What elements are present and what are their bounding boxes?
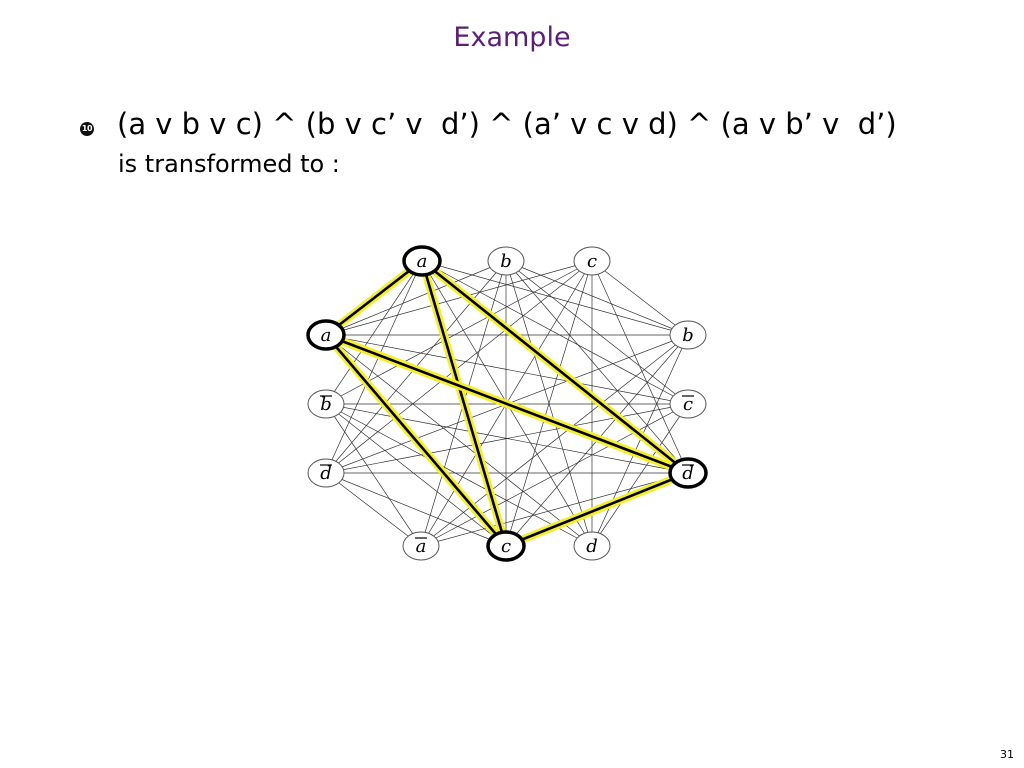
graph-edge bbox=[325, 334, 593, 547]
graph-edge bbox=[325, 260, 423, 474]
graph-node-circle bbox=[669, 320, 707, 350]
graph-edge bbox=[325, 260, 507, 336]
graph-node: d bbox=[668, 457, 708, 489]
graph-node-circle bbox=[307, 389, 345, 419]
graph-node-label: c bbox=[587, 251, 597, 272]
graph-edge bbox=[591, 334, 689, 547]
graph-node-label: a bbox=[321, 325, 332, 346]
graph-node-circle bbox=[573, 531, 611, 561]
graph-node: b bbox=[487, 246, 525, 276]
graph-edge bbox=[325, 472, 507, 547]
highlight-edge bbox=[421, 259, 689, 475]
graph-node-label: a bbox=[417, 251, 428, 272]
graph-node: a bbox=[402, 531, 440, 561]
graph-edge bbox=[325, 260, 593, 405]
graph-node-circle bbox=[573, 246, 611, 276]
graph-node-circle bbox=[668, 457, 708, 489]
graph-node: d bbox=[573, 531, 611, 561]
graph-node: c bbox=[486, 530, 526, 562]
graph-edge bbox=[325, 334, 689, 405]
graph-node-circle bbox=[669, 389, 707, 419]
graph-edge bbox=[420, 334, 689, 547]
highlight-edge bbox=[325, 259, 423, 337]
highlight-edge bbox=[325, 334, 507, 547]
graph-node: c bbox=[669, 389, 707, 419]
graph-node: d bbox=[307, 458, 345, 488]
graph-nodes: a b c b c d d c a d b a bbox=[306, 245, 708, 562]
graph-node-label: c bbox=[501, 536, 511, 557]
graph-edge bbox=[325, 260, 593, 474]
graph-node-label: a bbox=[416, 536, 427, 557]
graph-edge bbox=[325, 403, 689, 474]
slide-title: Example bbox=[453, 22, 571, 53]
formula-subtext: is transformed to : bbox=[118, 150, 340, 178]
graph-edge bbox=[505, 260, 593, 547]
graph-node-label: b bbox=[682, 325, 694, 346]
graph-node: b bbox=[307, 389, 345, 419]
graph-node-circle bbox=[402, 245, 442, 277]
graph-edge bbox=[591, 260, 689, 336]
graph-edge bbox=[421, 260, 689, 405]
graph-highlight-edges bbox=[322, 257, 692, 550]
graph-edge bbox=[420, 403, 689, 547]
graph-edge bbox=[505, 260, 689, 474]
graph-edge bbox=[325, 260, 423, 405]
graph-node-circle bbox=[402, 531, 440, 561]
highlight-edge bbox=[420, 260, 508, 547]
graph-edge bbox=[325, 403, 422, 547]
graph-node-circle bbox=[487, 246, 525, 276]
graph-edge bbox=[325, 472, 422, 547]
graph-node: a bbox=[306, 319, 346, 351]
highlight-edge bbox=[505, 471, 689, 548]
graph-node: b bbox=[669, 320, 707, 350]
page-number: 31 bbox=[1000, 748, 1014, 761]
graph-node-circle bbox=[306, 319, 346, 351]
graph-node-circle bbox=[307, 458, 345, 488]
graph-node-label: b bbox=[320, 394, 332, 415]
graph-edge bbox=[420, 472, 689, 547]
graph-edge bbox=[505, 260, 689, 336]
graph-node-label: d bbox=[320, 463, 332, 484]
graph-edges bbox=[325, 260, 689, 547]
graph-node-label: c bbox=[683, 394, 693, 415]
graph-node: c bbox=[573, 246, 611, 276]
highlight-edge bbox=[325, 333, 689, 475]
graph-node-label: d bbox=[586, 536, 598, 557]
graph-node-circle bbox=[486, 530, 526, 562]
graph-edge bbox=[325, 403, 507, 547]
graph-edge bbox=[591, 403, 689, 547]
graph-edge bbox=[325, 260, 593, 336]
graph-edge bbox=[591, 260, 689, 474]
graph-edge bbox=[421, 260, 689, 336]
graph-node: a bbox=[402, 245, 442, 277]
graph-edge bbox=[505, 260, 689, 405]
graph-node-label: b bbox=[500, 251, 512, 272]
graph-edge bbox=[325, 403, 593, 547]
boolean-formula: (a v b v c) ^ (b v c’ v d’) ^ (a’ v c v … bbox=[117, 107, 897, 141]
graph-node-label: d bbox=[682, 463, 694, 484]
numbered-bullet-icon: 10 bbox=[80, 122, 94, 136]
